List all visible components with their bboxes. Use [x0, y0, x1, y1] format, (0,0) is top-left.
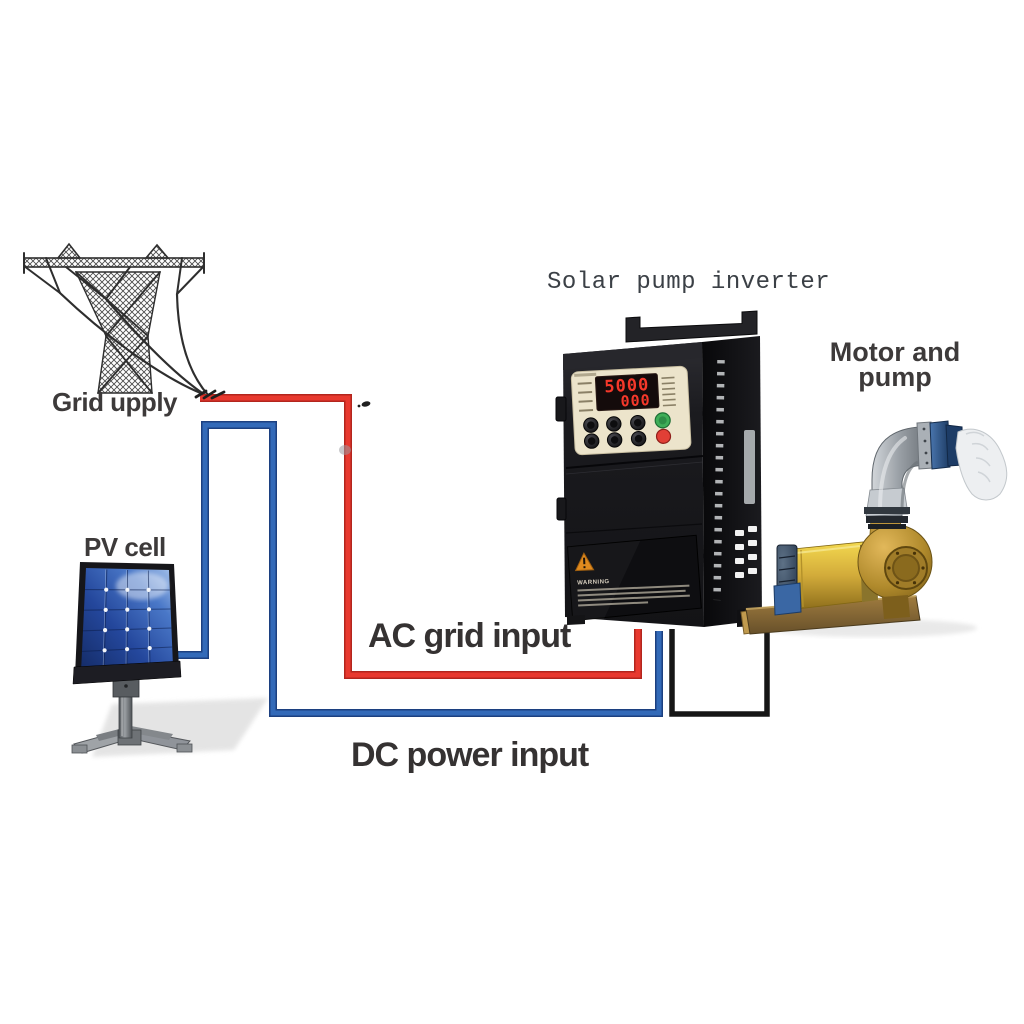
- stop-button: [655, 428, 672, 444]
- grid-wire-sketch: [58, 291, 205, 396]
- warning-title: WARNING: [577, 579, 610, 586]
- inverter-display: [594, 373, 660, 412]
- ac-wire: [200, 394, 642, 679]
- pump-illustration: [740, 420, 1008, 637]
- side-slots: [735, 526, 757, 578]
- keypad-buttons: [583, 414, 647, 449]
- keypad-tiny-labels: [577, 376, 676, 412]
- inverter-illustration: 5000 000: [555, 310, 762, 627]
- pv-cell-dots: [102, 587, 152, 653]
- page-title: Solar pump inverter: [547, 269, 831, 296]
- outlet-hose: [955, 428, 1008, 501]
- grid-supply-label: Grid upply: [52, 387, 178, 417]
- motor-pump-label: Motor and pump: [818, 337, 972, 392]
- display-value-top: 5000: [604, 375, 650, 397]
- display-value-bottom: 000: [620, 391, 651, 411]
- blue-coupling: [929, 420, 951, 470]
- side-vents: [713, 359, 725, 601]
- inverter-keypad: 5000 000: [570, 365, 692, 456]
- side-label-strip: [744, 430, 755, 504]
- grid-tower-sketch: [23, 242, 210, 397]
- inverter-warning-label: WARNING: [567, 534, 702, 622]
- volute-bolts: [887, 551, 925, 585]
- wire-junction-ticks: [194, 389, 226, 400]
- pv-cell-label: PV cell: [84, 532, 166, 562]
- motor-pump-label-line1: Motor and: [829, 337, 961, 367]
- inverter-mount-bracket: [625, 310, 758, 343]
- dc-power-input-label: DC power input: [351, 736, 589, 774]
- ac-grid-input-label: AC grid input: [368, 617, 571, 655]
- motor-pump-label-line2: pump: [858, 362, 932, 392]
- ink-speck: [339, 401, 371, 455]
- pv-stand: [71, 675, 268, 757]
- warning-text-lines: [577, 584, 690, 607]
- pv-panel-illustration: [72, 562, 182, 685]
- dc-wire: [174, 421, 663, 717]
